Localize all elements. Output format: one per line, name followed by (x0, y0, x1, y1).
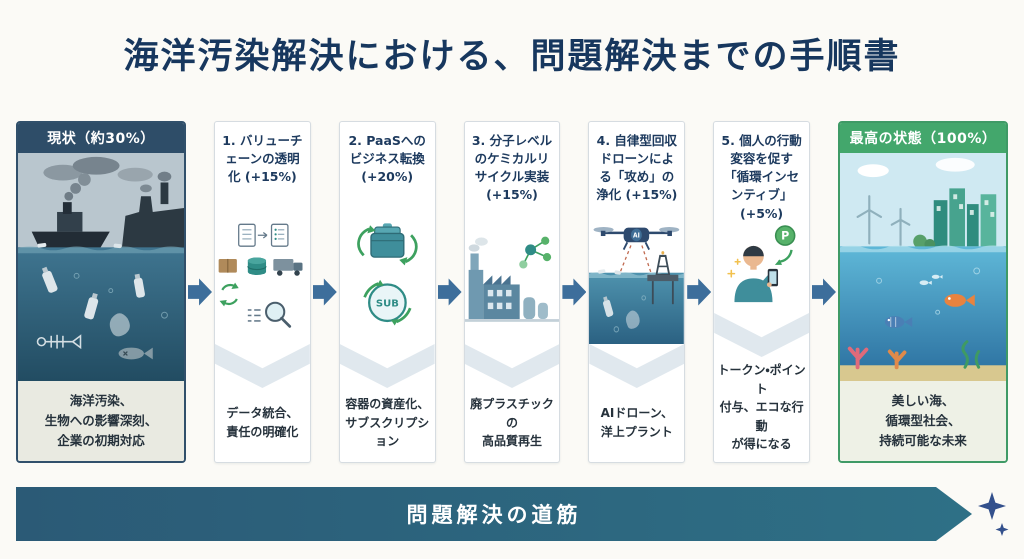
smartphone-icon (767, 268, 779, 287)
ai-badge-label: AI (633, 231, 640, 240)
step-title: 2. PaaSへのビジネス転換 (+20%) (348, 133, 426, 185)
step-caption: 廃プラスチックの 高品質再生 (470, 397, 554, 449)
footer-row: 問題解決の道筋 (16, 487, 1009, 541)
sub-badge-label: SUB (376, 298, 399, 309)
clean-ocean-icon (839, 153, 1006, 381)
panel-step-1: 1. バリューチェーンの透明化 (+15%) (214, 121, 311, 463)
paas-icons: SUB (356, 223, 418, 326)
plastic-bag-icon (626, 310, 641, 329)
clean-ocean-illustration (839, 153, 1006, 381)
paas-illustration: SUB (340, 214, 435, 344)
flow-row: 現状（約30%） (16, 121, 1008, 463)
cargo-ship-icon (31, 173, 110, 249)
city-skyline-icon (933, 188, 997, 247)
factory-icon (464, 237, 560, 322)
value-chain-illustration (215, 214, 310, 344)
wind-turbine-icon (856, 195, 911, 247)
panel-current-state: 現状（約30%） (16, 121, 186, 463)
chevron-band (339, 344, 435, 388)
flow-arrow-icon (562, 278, 587, 306)
plastic-bottle-icon (41, 266, 145, 320)
factory-shore-icon (121, 171, 184, 252)
fish-icon (884, 274, 975, 328)
panel-step-4: AI (588, 121, 686, 463)
flow-arrow-icon (437, 278, 462, 306)
recycle-arrows-icon (219, 282, 239, 307)
value-chain-icons (218, 223, 303, 328)
chevron-band (714, 313, 809, 358)
panel-step-2: 2. PaaSへのビジネス転換 (+20%) SUB (338, 121, 436, 463)
drone-cleanup-illustration: AI (589, 214, 685, 344)
panel-goal-state: 最高の状態（100%） (837, 121, 1008, 463)
chevron-band (589, 344, 685, 388)
path-arrow-banner: 問題解決の道筋 (16, 487, 972, 541)
step-caption: AIドローン、 洋上プラント (600, 406, 673, 439)
current-state-caption: 海洋汚染、 生物への影響深刻、 企業の初期対応 (18, 381, 184, 461)
panel-step-3: 3. 分子レベルのケミカルリサイクル実装 (+15%) (463, 121, 561, 463)
magnifier-icon (265, 301, 292, 328)
fish-skeleton-icon (36, 334, 82, 350)
drone-cleanup-icons: AI (589, 227, 685, 344)
dead-fish-icon (118, 347, 153, 360)
incentive-illustration: P (714, 215, 809, 313)
parcel-box-icon (218, 258, 237, 273)
polluted-ocean-icon (18, 153, 184, 381)
truck-icon (273, 258, 303, 276)
step-title: 3. 分子レベルのケミカルリサイクル実装 (+15%) (471, 133, 553, 203)
flow-arrow-icon (811, 278, 836, 306)
plastic-bag-icon (109, 313, 130, 337)
coral-icon (839, 340, 1006, 381)
polluted-ocean-illustration (18, 153, 184, 381)
panel-step-5: 5. 個人の行動変容を促す「循環インセンティブ」 (+5%) P (713, 121, 810, 463)
plastic-bottle-icon (603, 296, 614, 317)
goal-state-caption: 美しい海、 循環型社会、 持続可能な未来 (839, 381, 1006, 461)
sparkle-icon (727, 258, 741, 278)
flow-arrow-icon (687, 278, 712, 306)
path-banner-label: 問題解決の道筋 (406, 503, 582, 527)
flow-arrow-icon (312, 278, 337, 306)
step-caption: 容器の資産化、 サブスクリプション (345, 397, 430, 449)
cycle-arrow-icon (778, 249, 793, 263)
step-caption: データ統合、 責任の明確化 (226, 406, 299, 439)
step-caption: トークン・ポイント 付与、エコな行動 が得になる (717, 363, 806, 452)
subscription-circle-icon: SUB (363, 279, 412, 326)
chevron-band (215, 344, 310, 388)
step-title: 4. 自律型回収ドローンによる「攻め」の浄化 (+15%) (596, 133, 678, 203)
point-coin-icon: P (775, 225, 796, 246)
current-state-header: 現状（約30%） (18, 123, 184, 153)
checklist-icon (270, 223, 289, 247)
step-title: 1. バリューチェーンの透明化 (+15%) (222, 133, 303, 185)
scan-beam-icon (619, 245, 652, 274)
incentive-icons: P (727, 225, 796, 302)
chevron-band (464, 344, 560, 388)
database-icon (247, 257, 267, 275)
drone-icon: AI (593, 227, 680, 251)
sparkle-icon (978, 492, 1009, 536)
goal-state-header: 最高の状態（100%） (839, 123, 1006, 153)
container-icon (370, 223, 405, 258)
offshore-plant-icon (647, 251, 679, 305)
chemical-recycle-icons (464, 236, 560, 322)
flow-arrow-icon (188, 278, 212, 306)
point-badge-label: P (781, 229, 789, 242)
list-icon (247, 309, 261, 322)
chemical-recycle-illustration (464, 214, 560, 344)
molecule-icon (518, 236, 551, 269)
person-icon (734, 245, 779, 302)
document-icon (238, 223, 256, 247)
step-title: 5. 個人の行動変容を促す「循環インセンティブ」 (+5%) (721, 133, 802, 221)
page-title: 海洋汚染解決における、問題解決までの手順書 (123, 37, 901, 77)
